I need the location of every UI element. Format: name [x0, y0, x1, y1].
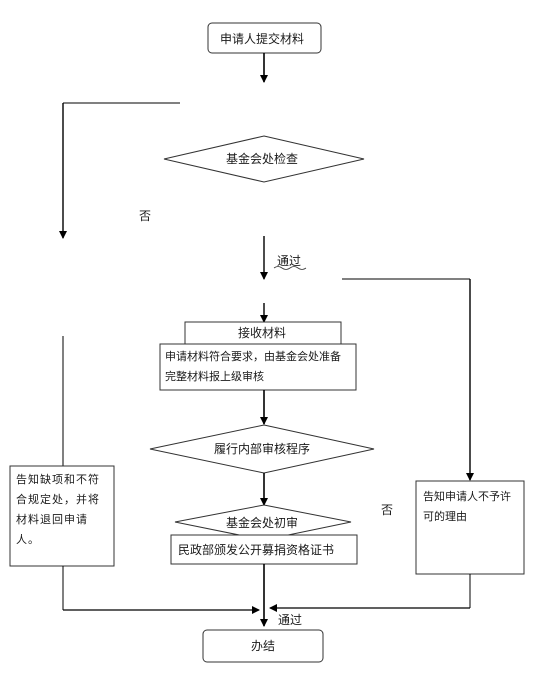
- notify-reject-box: [415, 480, 525, 575]
- done-label: 办结: [251, 639, 276, 653]
- issue-cert-box: [170, 534, 358, 565]
- edge-label-no-right: 否: [381, 503, 394, 517]
- check-label: 基金会处检查: [226, 152, 299, 166]
- notify-reject-label: 告知申请人不予许可的理由: [423, 490, 511, 523]
- first-review-label: 基金会处初审: [226, 516, 299, 530]
- check-diamond: [163, 135, 365, 183]
- done-box: [202, 629, 324, 663]
- edge-label-pass-top: 通过: [277, 254, 302, 268]
- notify-missing-box: [9, 465, 115, 567]
- notify-missing-label: 告知缺项和不符合规定处，并将材料退回申请人。: [16, 473, 100, 546]
- meets-label: 申请材料符合要求，由基金会处准备完整材料报上级审核: [165, 350, 341, 383]
- internal-review-label: 履行内部审核程序: [214, 442, 311, 456]
- pass-wavy-underline: [273, 266, 307, 270]
- meets-box: [159, 343, 357, 391]
- issue-cert-label: 民政部颁发公开募捐资格证书: [178, 543, 335, 557]
- edge-label-no-left: 否: [139, 209, 152, 223]
- receive-label: 接收材料: [238, 326, 287, 340]
- submit-label: 申请人提交材料: [220, 32, 305, 46]
- edge-label-pass-bottom: 通过: [278, 613, 303, 627]
